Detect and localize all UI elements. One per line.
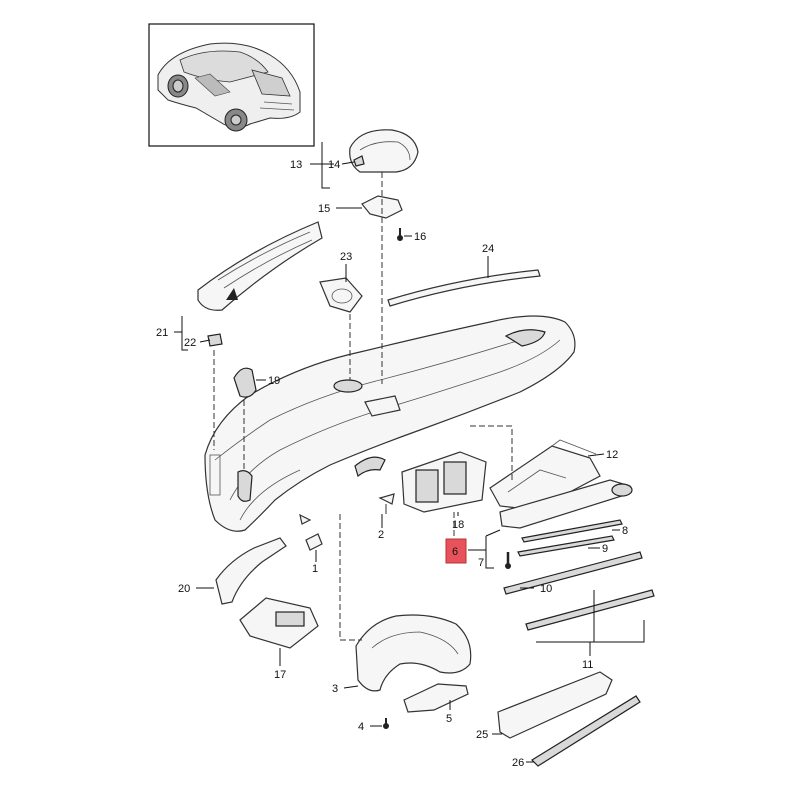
callout-11: 11 bbox=[582, 659, 593, 671]
part-5-bracket bbox=[403, 683, 469, 713]
callout-17: 17 bbox=[274, 669, 286, 681]
part-3-duct bbox=[355, 614, 472, 692]
callout-14: 14 bbox=[328, 159, 340, 171]
part-10-strip bbox=[503, 551, 643, 595]
part-21-cover bbox=[197, 221, 323, 311]
callout-20: 20 bbox=[178, 583, 190, 595]
dashed-leaders bbox=[213, 172, 513, 641]
part-24-strip bbox=[387, 269, 541, 307]
part-12-bracket bbox=[489, 439, 601, 511]
part-11-strip bbox=[525, 589, 655, 631]
part-20-duct bbox=[215, 537, 287, 605]
part-19-vent bbox=[233, 367, 257, 398]
part-1-clip bbox=[305, 533, 323, 551]
callout-4: 4 bbox=[358, 721, 364, 733]
part-9-strip bbox=[517, 535, 615, 557]
part-7-screw bbox=[505, 552, 511, 569]
part-25-tray bbox=[497, 671, 613, 739]
part-22-clip bbox=[207, 333, 223, 347]
callout-2: 2 bbox=[378, 529, 384, 541]
callout-24: 24 bbox=[482, 243, 494, 255]
part-18-vents bbox=[401, 451, 487, 513]
callout-22: 22 bbox=[184, 337, 196, 349]
part-13-hood bbox=[349, 129, 419, 173]
part-8-strip bbox=[521, 519, 623, 543]
part-26-strip bbox=[531, 695, 641, 767]
part-2-clip bbox=[378, 493, 395, 514]
part-14-screw bbox=[353, 155, 365, 167]
callout-6-highlight bbox=[445, 538, 467, 564]
callout-labels: 13 14 15 16 24 23 21 22 19 12 18 2 8 6 9… bbox=[156, 159, 628, 769]
dashboard-body bbox=[204, 315, 576, 532]
callout-13: 13 bbox=[290, 159, 302, 171]
callout-21: 21 bbox=[156, 327, 168, 339]
callout-9: 9 bbox=[602, 543, 608, 555]
part-16-screw bbox=[397, 228, 403, 241]
callout-25: 25 bbox=[476, 729, 488, 741]
callout-15: 15 bbox=[318, 203, 330, 215]
callout-7: 7 bbox=[478, 557, 484, 569]
vehicle-inset bbox=[148, 23, 315, 147]
callout-1: 1 bbox=[312, 563, 318, 575]
callout-12: 12 bbox=[606, 449, 618, 461]
part-15-bracket bbox=[361, 195, 403, 219]
callout-8: 8 bbox=[622, 525, 628, 537]
callout-23: 23 bbox=[340, 251, 352, 263]
part-17-vent bbox=[239, 597, 319, 649]
callout-18: 18 bbox=[452, 519, 464, 531]
callout-5: 5 bbox=[446, 713, 452, 725]
callout-leaders bbox=[174, 142, 645, 763]
part-4-screw bbox=[383, 718, 389, 729]
callout-10: 10 bbox=[540, 583, 552, 595]
callout-3: 3 bbox=[332, 683, 338, 695]
callout-6: 6 bbox=[452, 546, 458, 558]
callout-26: 26 bbox=[512, 757, 524, 769]
part-23-cover bbox=[319, 277, 363, 313]
callout-19: 19 bbox=[268, 375, 280, 387]
part-6-duct bbox=[499, 479, 633, 529]
callout-16: 16 bbox=[414, 231, 426, 243]
